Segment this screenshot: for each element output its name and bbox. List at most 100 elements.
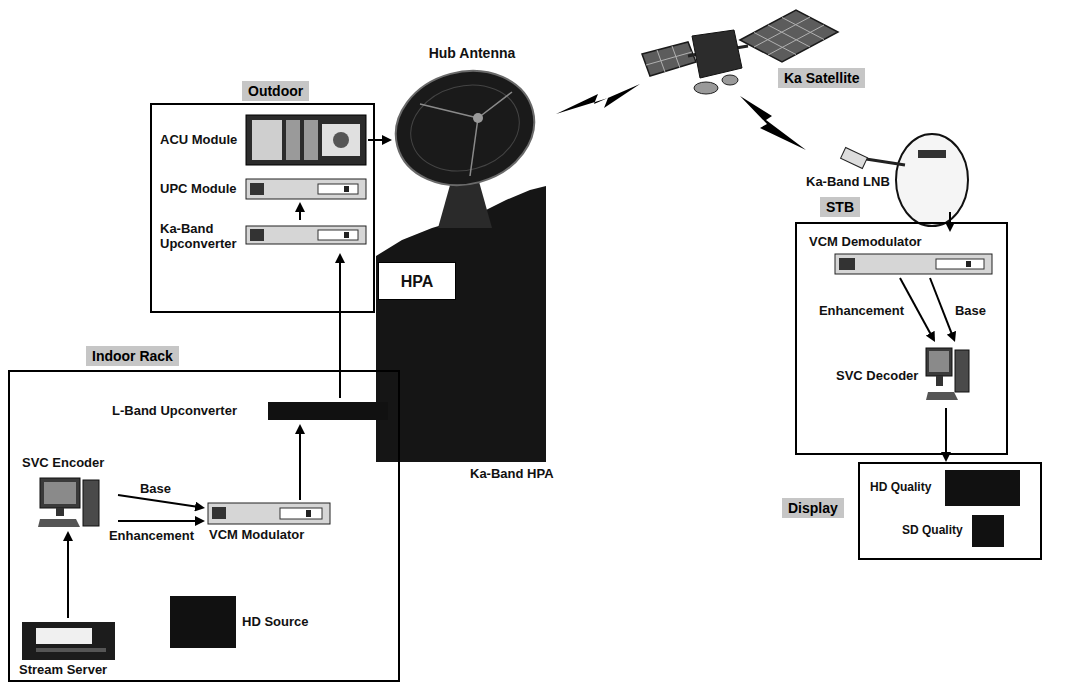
lnb-arm — [866, 159, 905, 165]
dish-feed — [473, 113, 483, 123]
layer-label: Enhancement — [817, 303, 906, 318]
edge-label-holder: Enhancement — [107, 528, 196, 543]
edge-label-holder: Base — [953, 303, 988, 318]
keyboard — [38, 519, 80, 527]
layer-label: Enhancement — [107, 528, 196, 543]
downlink-bolt — [740, 96, 806, 150]
box-heading: Indoor Rack — [86, 346, 179, 366]
hpa-caption: Ka-Band HPA — [470, 466, 554, 481]
acu-panel — [252, 120, 282, 160]
signal-arrow — [118, 495, 197, 507]
label-holder: Ka-Band HPA — [470, 466, 554, 481]
panel-grid — [754, 17, 824, 55]
box-heading: Display — [782, 498, 844, 518]
node-label: HPA — [381, 272, 453, 291]
hub-antenna: Hub Antenna — [392, 45, 552, 220]
lnb-feed — [841, 147, 868, 168]
signal-arrow — [299, 432, 301, 500]
server-chassis — [22, 622, 115, 660]
node-label: Stream Server — [19, 662, 107, 677]
signal-arrow — [339, 261, 341, 398]
dish-reflector — [383, 56, 547, 200]
display-box: DisplayHD QualitySD Quality — [858, 462, 1042, 560]
acu-knob — [333, 132, 349, 148]
uplink-bolt — [556, 84, 640, 114]
screen — [929, 351, 949, 372]
solar-panel — [740, 10, 838, 62]
indoor-rack: Indoor RackL-Band UpconverterSVC Encoder… — [8, 370, 400, 682]
unit-detail — [344, 186, 349, 192]
acu-panel — [286, 120, 300, 160]
node-label: UPC Module — [160, 181, 237, 196]
encoder-computer — [38, 478, 99, 527]
hub-antenna-dish — [383, 56, 547, 228]
sd-screen — [972, 515, 1004, 547]
satellite-antenna — [722, 75, 738, 85]
unit-chassis — [208, 503, 330, 524]
node-label: SD Quality — [902, 523, 963, 538]
unit-display — [318, 184, 358, 194]
solar-panel — [642, 42, 696, 76]
unit-detail — [250, 183, 264, 195]
keyboard — [926, 392, 958, 400]
stb-box: STBVCM DemodulatorSVC Decoder — [795, 222, 1008, 455]
sd-quality: SD Quality — [898, 512, 1008, 550]
node-label: VCM Modulator — [209, 527, 304, 542]
node-label: Hub Antenna — [395, 45, 549, 62]
hd-source: HD Source — [168, 594, 318, 650]
server-slot — [36, 648, 106, 652]
signal-arrow — [930, 278, 952, 335]
upc-unit — [246, 179, 366, 199]
unit-display — [318, 230, 358, 240]
acu-unit — [246, 115, 366, 165]
unit-chassis — [246, 179, 366, 199]
vcm-demodulator-unit — [835, 254, 992, 274]
svc-decoder: SVC Decoder — [832, 342, 972, 408]
unit-chassis — [246, 226, 366, 244]
acu-panel — [304, 120, 318, 160]
satellite-body — [692, 30, 742, 78]
tower — [83, 480, 99, 526]
monitor — [40, 478, 80, 508]
monitor — [926, 348, 952, 376]
screen — [44, 482, 76, 504]
unit-detail — [250, 229, 264, 241]
outdoor-box: OutdoorACU ModuleUPC ModuleKa-Band Upcon… — [150, 103, 375, 313]
hpa-box: HPA — [378, 262, 456, 300]
stand — [936, 376, 943, 386]
stream-server-unit — [22, 622, 115, 660]
node-label: HD Source — [242, 614, 308, 629]
signal-arrow — [299, 210, 301, 220]
node-label: SVC Decoder — [836, 368, 918, 383]
node-label: L-Band Upconverter — [112, 403, 237, 418]
vcm-modulator: VCM Modulator — [205, 500, 337, 546]
signal-arrow — [67, 539, 69, 618]
signal-arrow — [945, 408, 947, 454]
unit-chassis — [835, 254, 992, 274]
satellite-label: Ka Satellite — [778, 68, 865, 88]
dish-reflector — [896, 134, 968, 226]
label-holder: Ka Satellite — [778, 68, 865, 88]
ka-upconverter-unit — [246, 226, 366, 244]
satellite-antenna — [694, 82, 718, 94]
vcm-demodulator: VCM Demodulator — [805, 232, 1000, 278]
node-label: SVC Encoder — [22, 455, 104, 470]
node-label: Ka-Band LNB — [806, 174, 890, 189]
unit-detail — [839, 258, 855, 270]
stream-server: Stream Server — [15, 618, 125, 680]
dish-struts — [420, 92, 512, 176]
box-heading: STB — [820, 197, 860, 217]
acu-module: ACU Module — [156, 112, 368, 168]
hd-quality: HD Quality — [866, 468, 1024, 508]
vcm-modulator-unit — [208, 503, 330, 524]
unit-detail — [306, 510, 311, 517]
tower — [955, 350, 969, 392]
acu-panel — [322, 124, 360, 156]
unit-display — [936, 259, 984, 269]
layer-label: Base — [953, 303, 988, 318]
hd-screen — [945, 470, 1020, 506]
node-label: Ka-Band Upconverter — [160, 221, 246, 251]
